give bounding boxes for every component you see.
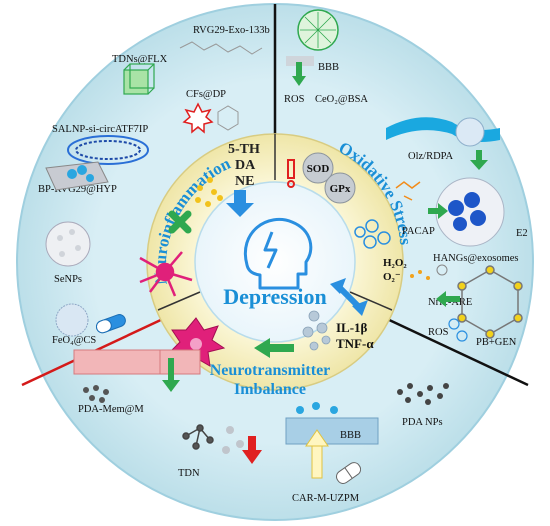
label-ros-right: ROS [428,327,449,338]
car-m-bbb-icon [285,402,379,479]
label-bp-rvg29: BP-RVG29@HYP [38,184,117,195]
bp-sheet-icon [45,161,109,191]
pda-mem-membrane-icon [73,349,201,392]
label-bbb-bottom: BBB [340,430,361,441]
ros-bubbles-right [448,318,468,342]
cytokine-dots [302,310,331,351]
lightbulb-icon [436,264,448,276]
label-ne: NE [235,174,254,189]
center-title: Depression [223,284,327,309]
label-pda-mem: PDA-Mem@M [78,404,144,415]
hangs-sphere-icon [435,177,505,247]
label-pacap: PACAP [402,226,435,237]
arrow-diagonal-icon [330,278,368,316]
center-circle [194,181,356,343]
feo-cs-sphere-icon [55,303,89,337]
sector-neurotransmitter-line2: Imbalance [234,381,306,398]
label-nrf2: Nrf2-ARE [428,297,472,308]
neuron-cell-icon [139,251,193,297]
olz-rdpa-icon [386,117,500,147]
label-da: DA [235,158,256,173]
label-e2: E2 [516,228,528,239]
arrow-left-icon [254,338,294,358]
tdns-cube-icon [123,63,155,95]
pb-lattice-icon [457,265,523,339]
label-rvg29-exo: RVG29-Exo-133b [193,25,270,36]
capsule-icon [336,462,362,484]
head-brain-icon [243,217,313,290]
pb-arrow-icon [436,291,460,307]
label-o2: O₂⁻ [383,271,401,283]
sod-bubble [302,152,334,184]
label-h2o2: H₂O₂ [383,257,407,269]
label-bbb-top: BBB [318,62,339,73]
senps-sphere-icon [45,221,91,267]
ros-bubbles-middle [354,219,391,249]
label-gpx: GPx [330,183,351,195]
label-pb-gen: PB+GEN [476,337,517,348]
mid-divider-right [349,291,393,311]
label-ceo2-bsa: CeO₂@BSA [315,94,368,105]
label-5th: 5-TH [228,142,260,157]
gpx-bubble [324,172,356,204]
nrf2-dots-icon [410,270,430,280]
mid-divider-left [157,291,201,311]
label-salnp: SALNP-si-circATF7IP [52,124,148,135]
pda-mem-dots-icon [83,385,109,403]
red-down-arrow-icon [242,436,262,464]
divider-right [384,316,529,387]
label-sod: SOD [307,163,330,175]
tdn-dots-icon [222,426,244,454]
olz-arrow-icon [470,150,488,170]
label-feo-cs: FeO₄@CS [52,335,96,346]
warning-icon [287,159,295,188]
pda-nps-dots-icon [397,383,449,405]
label-il1b: IL-1β [336,320,368,335]
spiky-cell-nucleus [190,338,202,350]
label-tdns-flx: TDNs@FLX [112,54,168,65]
bbb-mesh-sphere-icon [297,9,339,51]
label-olz-rdpa: Olz/RDPA [408,151,454,162]
neurotransmitter-dots [195,177,223,207]
label-cfs-dp: CFs@DP [186,89,226,100]
cfs-molecule-icon [217,105,239,131]
capsule-pill-icon [95,314,126,334]
tdn-structure-icon [182,424,214,450]
label-tnfa: TNF-α [336,336,374,351]
cfs-starburst-icon [182,102,214,134]
label-pda-nps: PDA NPs [402,417,443,428]
label-car-m: CAR-M-UZPM [292,493,360,504]
bbb-membrane-icon [286,56,314,86]
label-ros-top: ROS [284,94,305,105]
pacap-molecule-icon [395,181,421,201]
inhibit-x-icon [168,210,192,234]
label-tdn: TDN [178,468,200,479]
label-hangs: HANGs@exosomes [433,253,519,264]
sector-neurotransmitter-line1: Neurotransmitter [210,362,331,379]
pacap-arrow-icon [428,203,448,219]
molecule-chain-icon [179,41,263,55]
label-senps: SeNPs [54,274,82,285]
arrow-down-icon [226,190,254,217]
salnp-ring-icon [67,135,149,165]
